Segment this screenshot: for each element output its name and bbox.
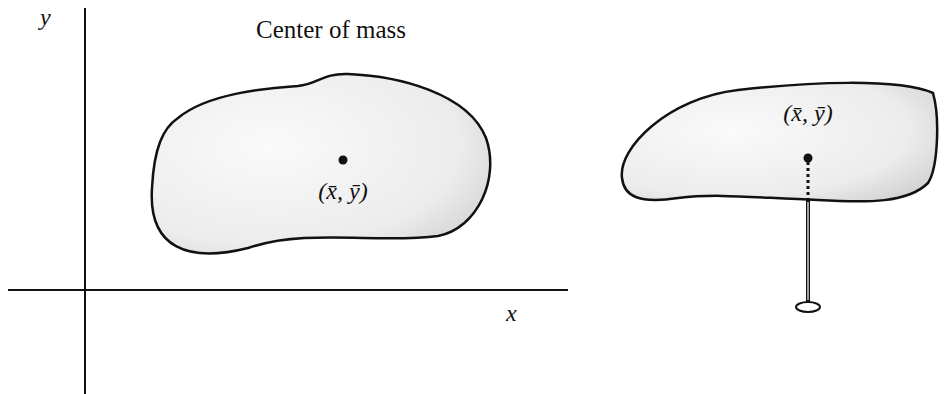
lamina-shape xyxy=(152,74,491,253)
pin-hidden xyxy=(807,162,810,199)
lamina-shape xyxy=(622,83,937,202)
lamina-region: (x̄, ȳ) xyxy=(148,68,494,258)
center-dot xyxy=(804,154,813,163)
pin-base xyxy=(796,302,820,312)
lamina-outline xyxy=(618,78,940,208)
pin-highlight xyxy=(807,202,808,300)
x-axis xyxy=(8,289,568,291)
figure-title: Center of mass xyxy=(256,16,406,44)
axis-label: x xyxy=(506,300,517,326)
lamina-region: (x̄, ȳ) xyxy=(618,78,940,208)
coordinate-label: (x̄, ȳ) xyxy=(318,178,367,204)
lamina-outline xyxy=(148,68,494,258)
y-axis xyxy=(84,8,86,394)
axis-label: y xyxy=(40,4,51,30)
center-dot xyxy=(339,156,348,165)
coordinate-label: (x̄, ȳ) xyxy=(783,100,832,126)
pin-stick xyxy=(806,200,810,302)
